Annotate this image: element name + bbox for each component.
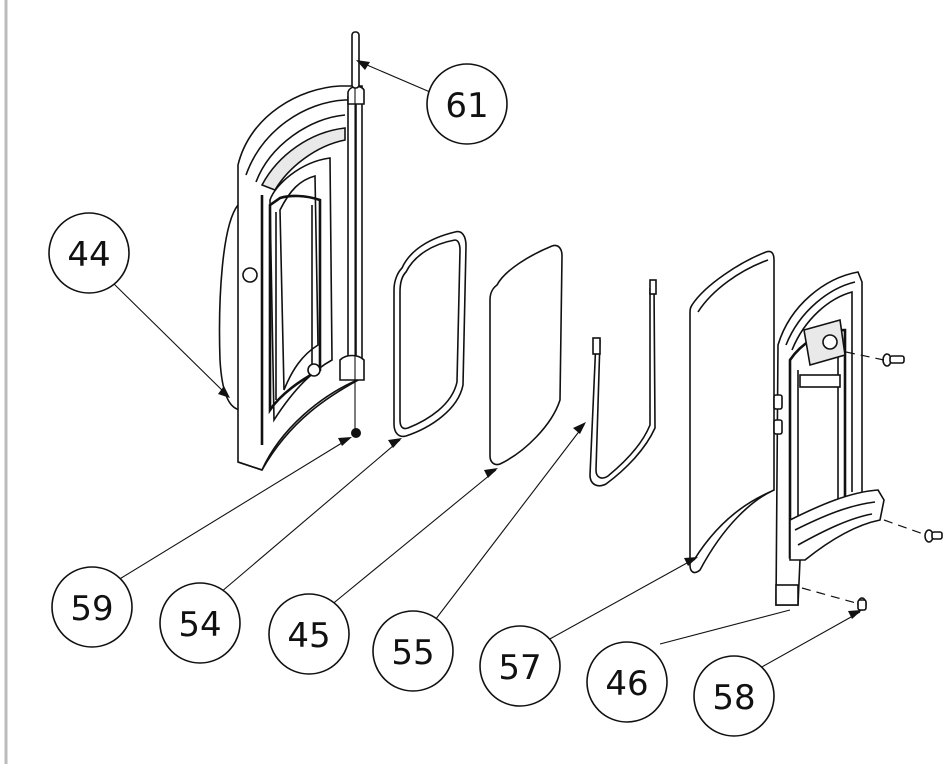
screw-upper xyxy=(882,353,905,367)
part-55-thin-seal xyxy=(589,279,657,487)
part-57-inner-panel xyxy=(689,250,775,574)
callout-55-label: 55 xyxy=(391,633,434,673)
callout-57: 57 xyxy=(479,625,561,707)
part-54-gasket xyxy=(393,230,467,438)
callout-61: 61 xyxy=(426,63,508,145)
callout-46: 46 xyxy=(586,641,668,723)
leader-58 xyxy=(759,611,861,669)
leader-55 xyxy=(431,424,585,625)
callout-55: 55 xyxy=(372,610,454,692)
leader-54 xyxy=(213,439,401,599)
leader-44 xyxy=(111,281,229,397)
leader-46 xyxy=(659,609,791,645)
callout-54-label: 54 xyxy=(178,605,221,645)
callout-58-label: 58 xyxy=(712,678,755,718)
callout-44-label: 44 xyxy=(67,235,110,275)
part-59-pin-cap xyxy=(351,428,361,438)
leader-lines xyxy=(111,60,862,669)
screw-middle xyxy=(924,529,943,543)
part-58-screw xyxy=(857,597,867,611)
callout-46-label: 46 xyxy=(605,664,648,704)
leader-61 xyxy=(359,61,431,93)
callout-61-label: 61 xyxy=(445,86,488,126)
callout-45-label: 45 xyxy=(287,616,330,656)
callout-58: 58 xyxy=(693,655,775,737)
callout-59-label: 59 xyxy=(70,589,113,629)
callout-57-label: 57 xyxy=(498,648,541,688)
part-45-glass-panel xyxy=(489,244,563,466)
part-44-outer-door-frame xyxy=(218,85,365,471)
callout-45: 45 xyxy=(268,593,350,675)
leader-57 xyxy=(547,557,697,641)
callout-59: 59 xyxy=(51,566,133,648)
callout-44: 44 xyxy=(48,212,130,294)
callout-54: 54 xyxy=(159,582,241,664)
part-46-inner-door-frame xyxy=(773,271,885,606)
leader-59 xyxy=(117,437,351,581)
part-61-hinge-pin xyxy=(351,31,360,430)
leader-45 xyxy=(329,469,497,607)
